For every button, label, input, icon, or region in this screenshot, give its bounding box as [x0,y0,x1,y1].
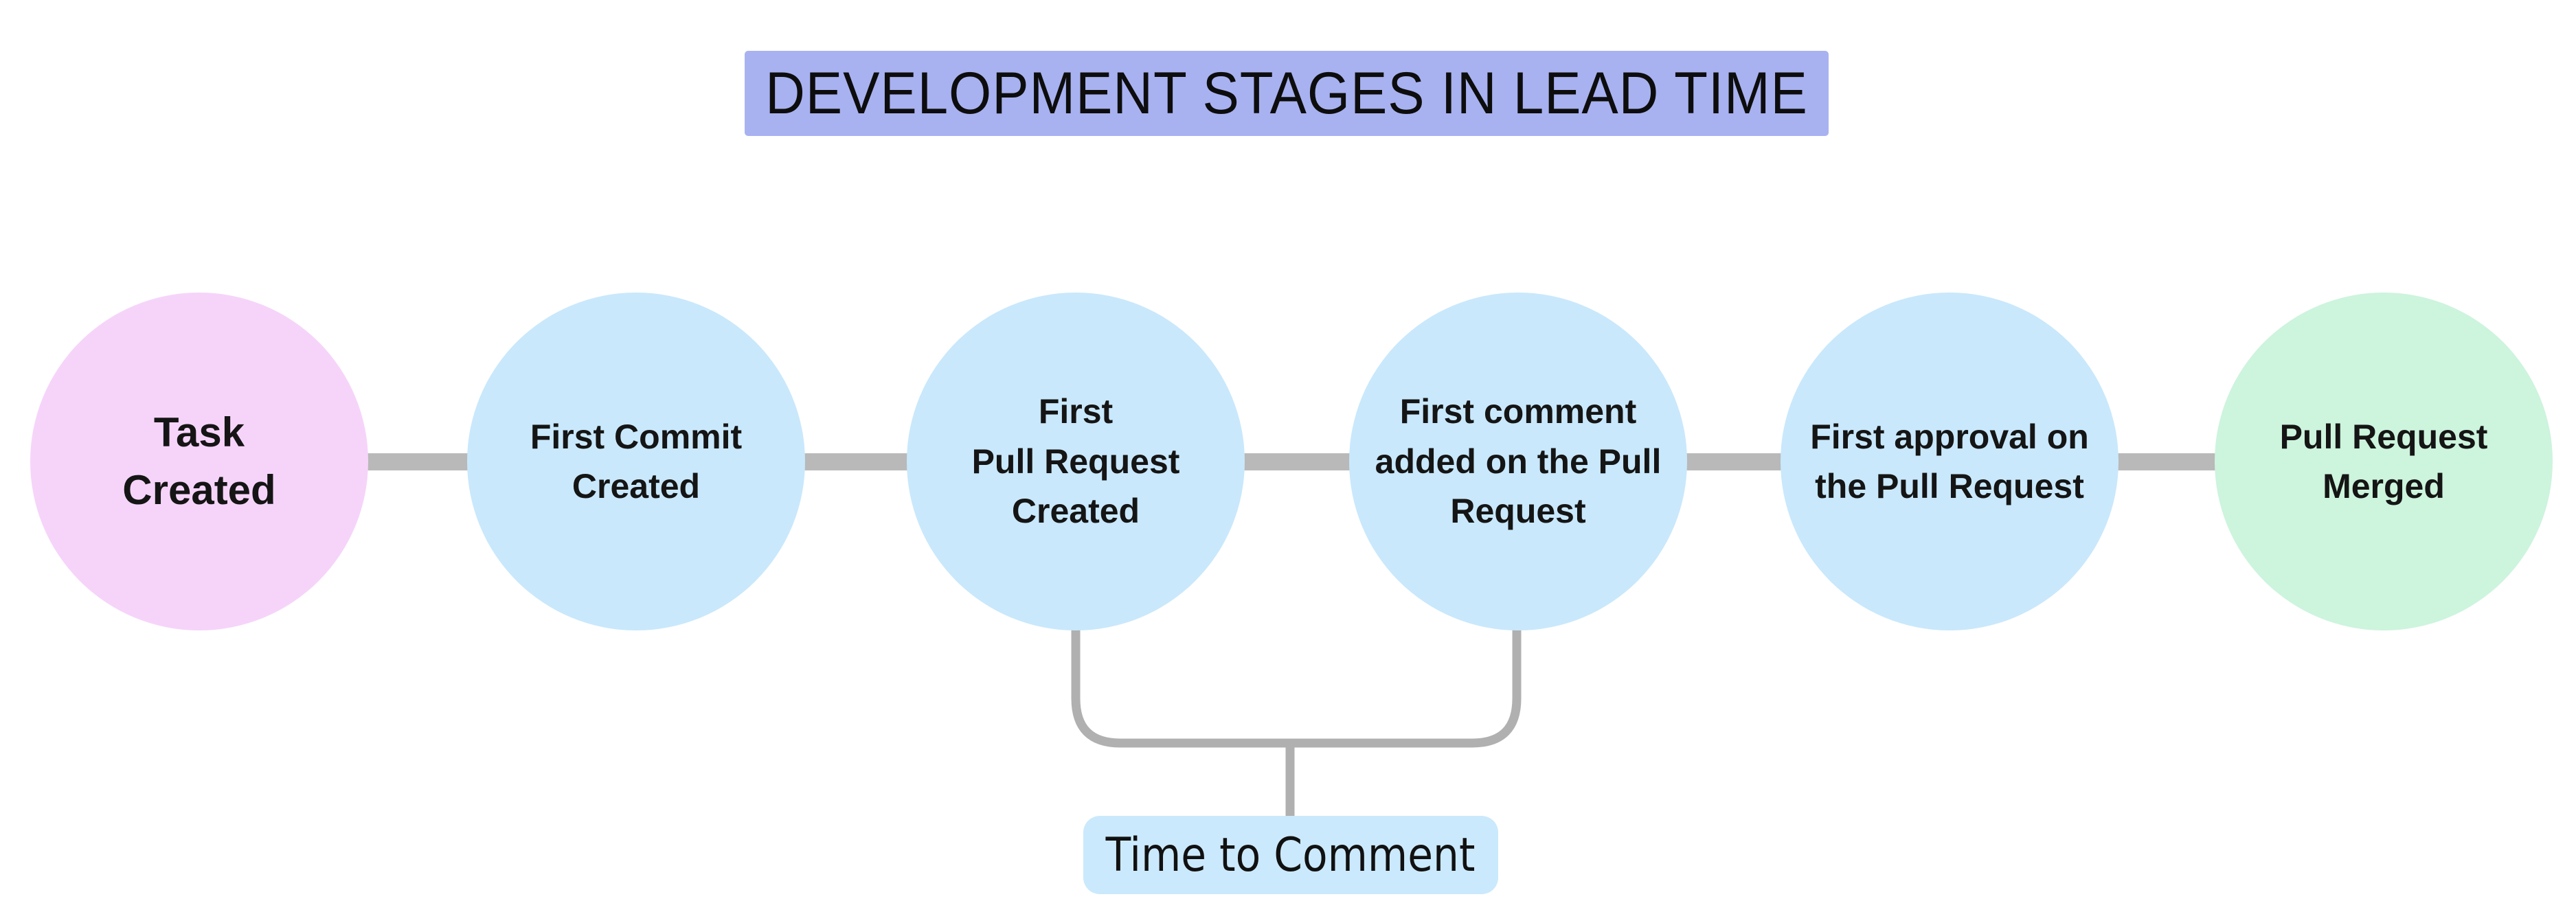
stage-node-first-approval: First approval on the Pull Request [1781,293,2119,630]
bracket-path [1071,624,1522,748]
time-to-comment-label: Time to Comment [1083,816,1498,894]
stage-label-line: Request [1450,492,1586,531]
diagram-title-text: DEVELOPMENT STAGES IN LEAD TIME [765,60,1808,126]
stage-node-first-pull-request-created: First Pull Request Created [907,293,1245,630]
stage-node-task-created: Task Created [30,293,368,630]
stage-label-line: the Pull Request [1815,467,2084,505]
stage-label-line: added on the Pull [1375,442,1662,481]
stage-label-line: Pull Request [971,442,1180,481]
stage-label-line: Merged [2323,467,2445,505]
stage-label-line: Task [153,409,245,455]
stage-label-line: First comment [1399,392,1637,431]
stage-node-first-comment-added: First comment added on the Pull Request [1349,293,1687,630]
stage-label-line: Created [122,467,276,513]
stage-label-line: Created [572,467,701,505]
stage-label-line: First Commit [530,417,743,456]
stage-label-line: Pull Request [2279,417,2488,456]
stage-node-pull-request-merged: Pull Request Merged [2215,293,2553,630]
stage-label-line: First [1038,392,1114,431]
stage-node-first-commit-created: First Commit Created [467,293,805,630]
time-to-comment-label-text: Time to Comment [1106,828,1476,882]
stage-label-line: Created [1011,492,1140,531]
diagram-title: DEVELOPMENT STAGES IN LEAD TIME [745,51,1829,136]
stage-label-line: First approval on [1810,417,2089,456]
